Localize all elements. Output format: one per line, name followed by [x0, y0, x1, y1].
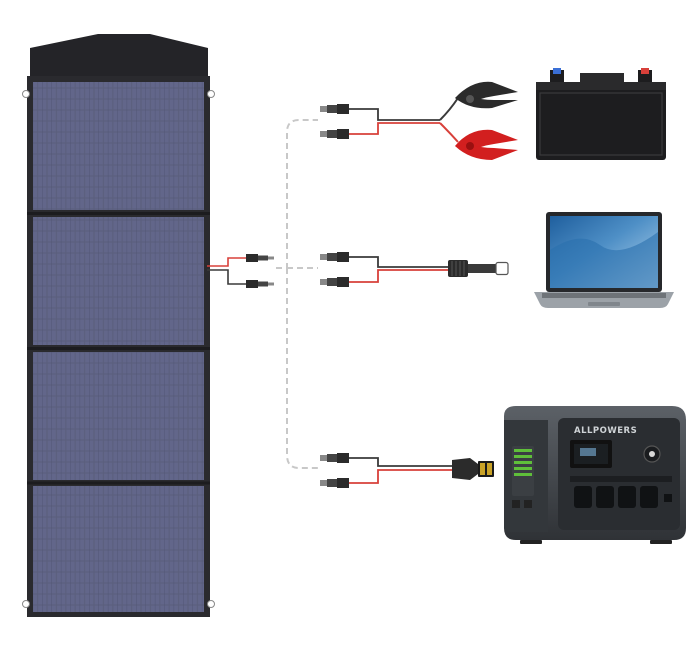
mc4-connector-icon — [246, 280, 274, 288]
mc4-connector-icon — [320, 129, 349, 139]
laptop-icon — [534, 212, 674, 308]
panel-section-4 — [33, 486, 204, 612]
station-brand: ALLPOWERS — [574, 426, 637, 436]
dc-cable-branch — [320, 252, 509, 287]
panel-section-3 — [33, 352, 204, 480]
mc4-connector-icon — [320, 277, 349, 287]
panel-output-cables — [207, 254, 274, 288]
station-cable-branch — [320, 453, 494, 488]
dc-plug-icon — [448, 260, 509, 277]
grommet-icon — [207, 90, 215, 98]
mc4-connector-icon — [320, 252, 349, 262]
car-battery-icon — [536, 68, 666, 160]
ac-outlet-icon — [574, 486, 658, 508]
xt60-connector-icon — [452, 458, 494, 480]
clip-cable-branch — [320, 81, 518, 160]
mc4-connector-icon — [320, 453, 349, 463]
panel-handle — [30, 34, 208, 80]
solar-panel — [22, 34, 215, 617]
power-station-icon: ALLPOWERS — [504, 406, 686, 544]
mc4-connector-icon — [320, 478, 349, 488]
alligator-clip-icon — [455, 129, 518, 160]
grommet-icon — [22, 90, 30, 98]
mc4-connector-icon — [246, 254, 274, 262]
alligator-clip-icon — [455, 81, 518, 109]
grommet-icon — [207, 600, 215, 608]
panel-section-2 — [33, 217, 204, 345]
panel-section-1 — [33, 82, 204, 210]
grommet-icon — [22, 600, 30, 608]
dashed-links — [276, 119, 318, 469]
mc4-connector-icon — [320, 104, 349, 114]
